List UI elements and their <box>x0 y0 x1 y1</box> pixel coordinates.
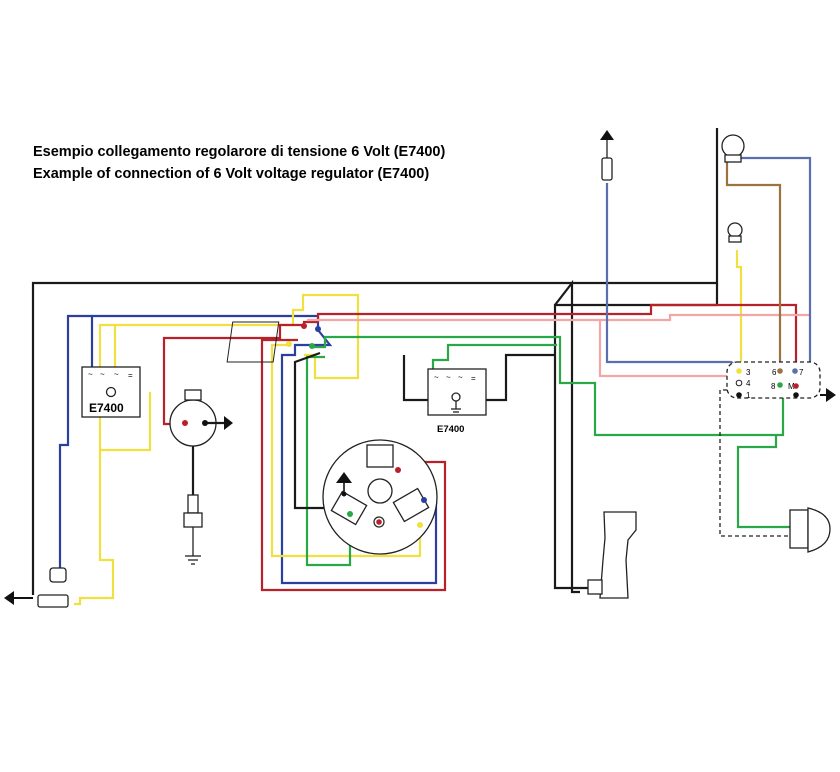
horn <box>789 507 831 553</box>
terminal-1: 1 <box>746 391 751 400</box>
spark-plug <box>183 494 203 565</box>
top-light-connector <box>600 130 614 181</box>
ignition-coil <box>169 389 233 495</box>
terminal-8: 8 <box>771 382 776 391</box>
dashed-wire <box>719 389 790 537</box>
svg-text:~: ~ <box>100 370 105 379</box>
regulator-center-label: E7400 <box>437 424 464 435</box>
svg-text:~: ~ <box>88 370 93 379</box>
terminal-4: 4 <box>746 379 751 388</box>
svg-text:~: ~ <box>446 373 451 382</box>
black-wire-main <box>31 128 719 595</box>
svg-text:=: = <box>471 374 476 383</box>
brown-wire <box>725 162 782 375</box>
title-english: Example of connection of 6 Volt voltage … <box>33 166 430 182</box>
terminal-3: 3 <box>746 368 751 377</box>
yellow-wires <box>74 250 743 606</box>
headlight-bulbs <box>721 134 745 243</box>
terminal-m: M <box>788 382 795 391</box>
red-wires <box>162 303 798 592</box>
svg-text:~: ~ <box>458 373 463 382</box>
regulator-left: ~ ~ ~ = E7400 <box>81 366 141 418</box>
svg-text:~: ~ <box>114 370 119 379</box>
stator-plate <box>322 439 438 555</box>
regulator-center: ~ ~ ~ = E7400 <box>427 368 487 435</box>
junction-box <box>226 321 321 363</box>
left-connectors <box>4 567 69 608</box>
svg-text:=: = <box>128 371 133 380</box>
svg-text:~: ~ <box>434 373 439 382</box>
brake-switch <box>587 511 637 599</box>
terminal-6: 6 <box>772 368 777 377</box>
terminal-box: 3 4 1 6 7 8 M <box>726 361 836 402</box>
regulator-left-label: E7400 <box>89 401 124 415</box>
title-italian: Esempio collegamento regolarore di tensi… <box>33 144 446 160</box>
terminal-7: 7 <box>799 368 804 377</box>
